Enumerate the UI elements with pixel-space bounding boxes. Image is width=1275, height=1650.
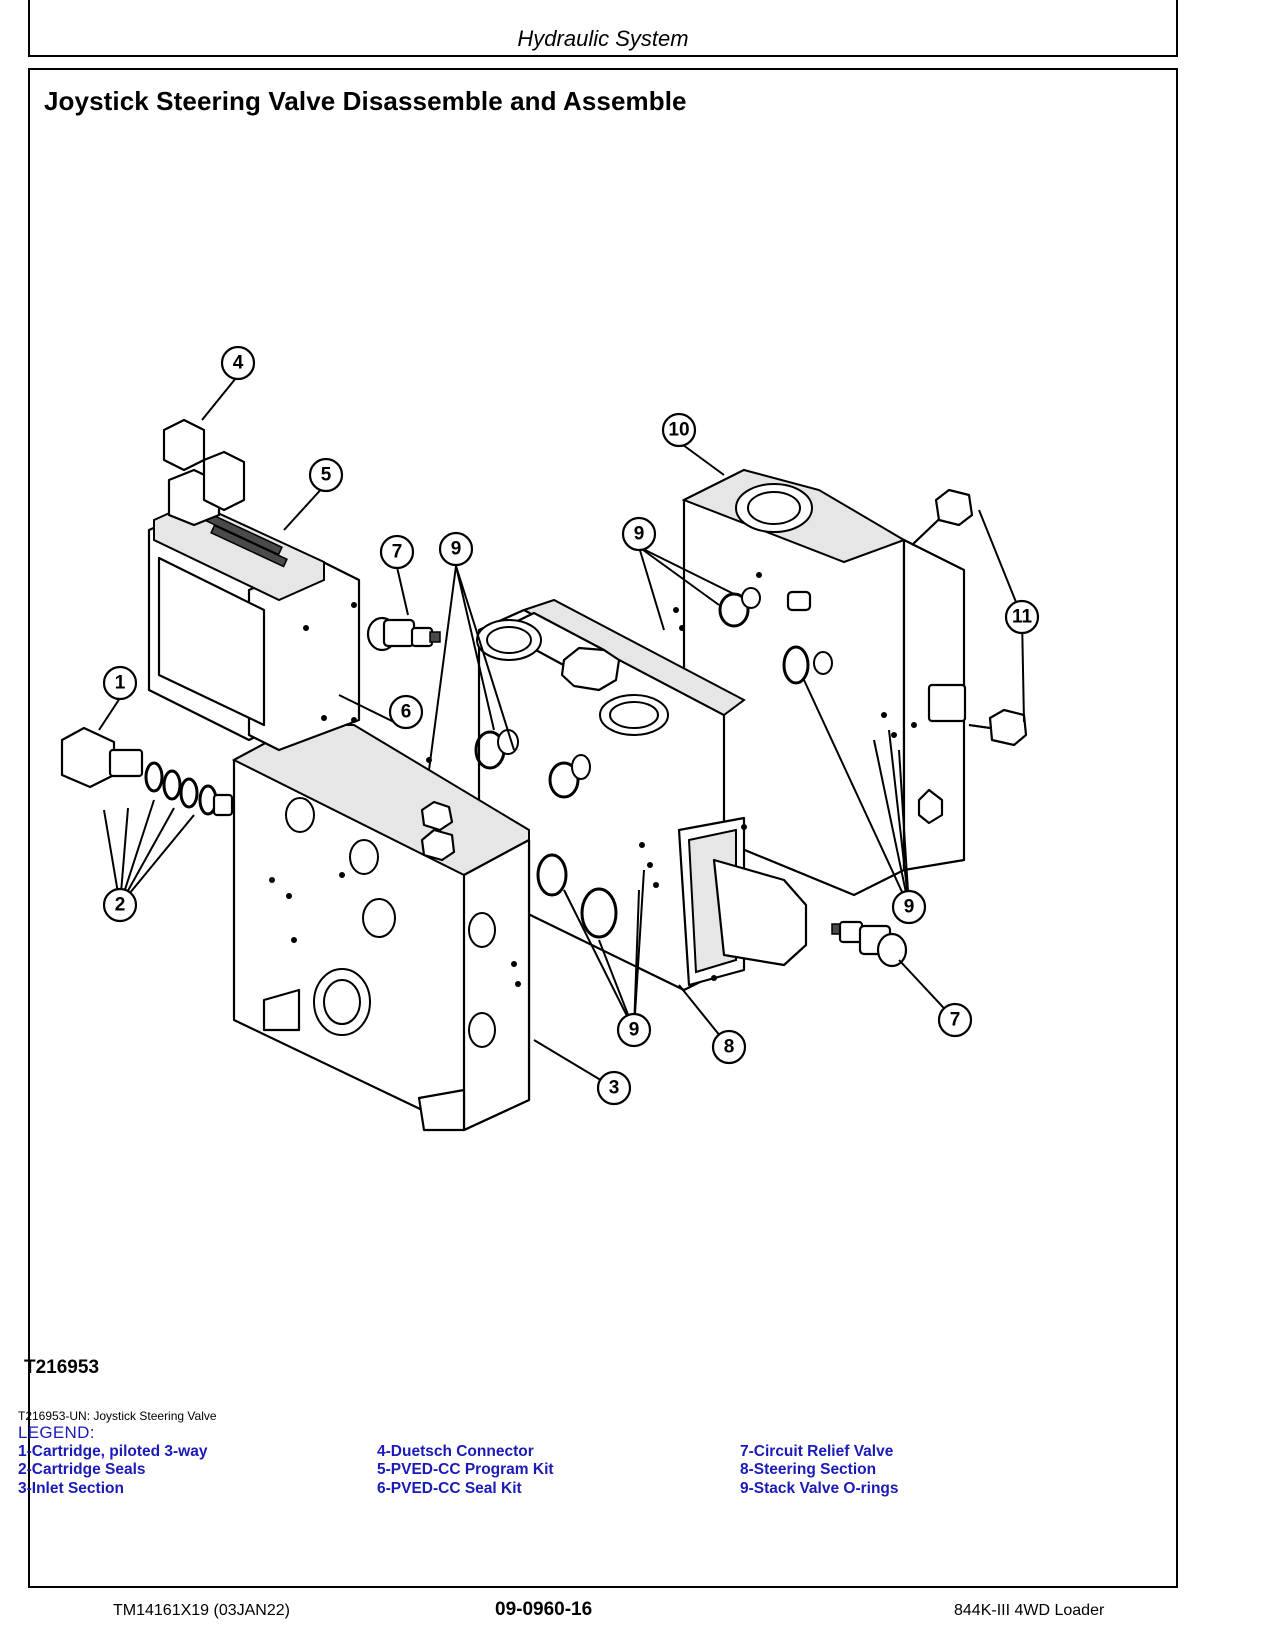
end-section-10 — [673, 468, 967, 897]
svg-text:1: 1 — [115, 673, 126, 694]
relief-valve-7-left — [366, 616, 441, 652]
cartridge-1 — [60, 726, 234, 817]
callout-11: 11 — [1004, 599, 1040, 635]
svg-text:7: 7 — [392, 542, 403, 563]
legend-item: 6-PVED-CC Seal Kit — [377, 1479, 522, 1497]
callout-7: 7 — [937, 1002, 973, 1038]
callout-6: 6 — [388, 694, 424, 730]
svg-text:3: 3 — [609, 1078, 620, 1099]
figure-id: T216953 — [24, 1357, 100, 1378]
steering-section-8 — [426, 598, 808, 992]
footer-page-number: 09-0960-16 — [495, 1599, 593, 1620]
legend-column: 4-Duetsch Connector 5-PVED-CC Program Ki… — [377, 1443, 554, 1498]
header-box: Hydraulic System — [28, 0, 1178, 57]
svg-text:6: 6 — [401, 702, 412, 723]
page-title: Joystick Steering Valve Disassemble and … — [44, 86, 687, 116]
pved-cc-module — [147, 418, 361, 752]
footer-model: 844K-III 4WD Loader — [954, 1602, 1105, 1619]
callout-9: 9 — [891, 889, 927, 925]
callout-10: 10 — [661, 412, 697, 448]
svg-text:5: 5 — [321, 465, 332, 486]
svg-text:9: 9 — [904, 897, 915, 918]
svg-text:11: 11 — [1012, 607, 1033, 628]
callout-9: 9 — [438, 531, 474, 567]
callout-1: 1 — [102, 665, 138, 701]
svg-text:8: 8 — [724, 1037, 735, 1058]
svg-text:9: 9 — [629, 1020, 640, 1041]
callout-2: 2 — [102, 887, 138, 923]
content-frame: Joystick Steering Valve Disassemble and … — [28, 68, 1178, 1588]
svg-text:7: 7 — [950, 1010, 961, 1031]
callout-7: 7 — [379, 534, 415, 570]
callout-4: 4 — [220, 345, 256, 381]
svg-text:9: 9 — [634, 524, 645, 545]
legend-item: 3-Inlet Section — [18, 1479, 124, 1497]
exploded-valve-illustration: 4 5 7 9 9 10 11 6 1 2 9 7 9 8 3 — [60, 345, 1040, 1132]
svg-text:9: 9 — [451, 539, 462, 560]
svg-text:10: 10 — [668, 420, 689, 441]
legend-item: 8-Steering Section — [740, 1461, 877, 1479]
figure-caption: T216953-UN: Joystick Steering Valve — [18, 1409, 217, 1423]
callout-3: 3 — [596, 1070, 632, 1106]
tie-rods-11 — [911, 488, 1028, 747]
legend-item: 4-Duetsch Connector — [377, 1443, 534, 1460]
callout-9: 9 — [616, 1012, 652, 1048]
section-title: Hydraulic System — [517, 26, 689, 51]
legend-heading: LEGEND: — [18, 1423, 95, 1442]
legend-item: 1-Cartridge, piloted 3-way — [18, 1443, 208, 1460]
svg-text:2: 2 — [115, 895, 126, 916]
legend-item: 7-Circuit Relief Valve — [740, 1443, 894, 1460]
callout-8: 8 — [711, 1029, 747, 1065]
svg-text:4: 4 — [233, 353, 244, 374]
relief-valve-7-right — [831, 920, 908, 968]
callout-5: 5 — [308, 457, 344, 493]
inlet-section-3 — [231, 723, 531, 1132]
legend-column: 7-Circuit Relief Valve 8-Steering Sectio… — [740, 1443, 899, 1498]
legend-item: 9-Stack Valve O-rings — [740, 1479, 899, 1497]
legend-item: 2-Cartridge Seals — [18, 1461, 146, 1479]
callout-9: 9 — [621, 516, 657, 552]
legend-column: 1-Cartridge, piloted 3-way 2-Cartridge S… — [18, 1443, 207, 1498]
footer-doc-id: TM14161X19 (03JAN22) — [113, 1602, 290, 1619]
legend-item: 5-PVED-CC Program Kit — [377, 1461, 554, 1479]
leader-lines — [98, 377, 1025, 1089]
